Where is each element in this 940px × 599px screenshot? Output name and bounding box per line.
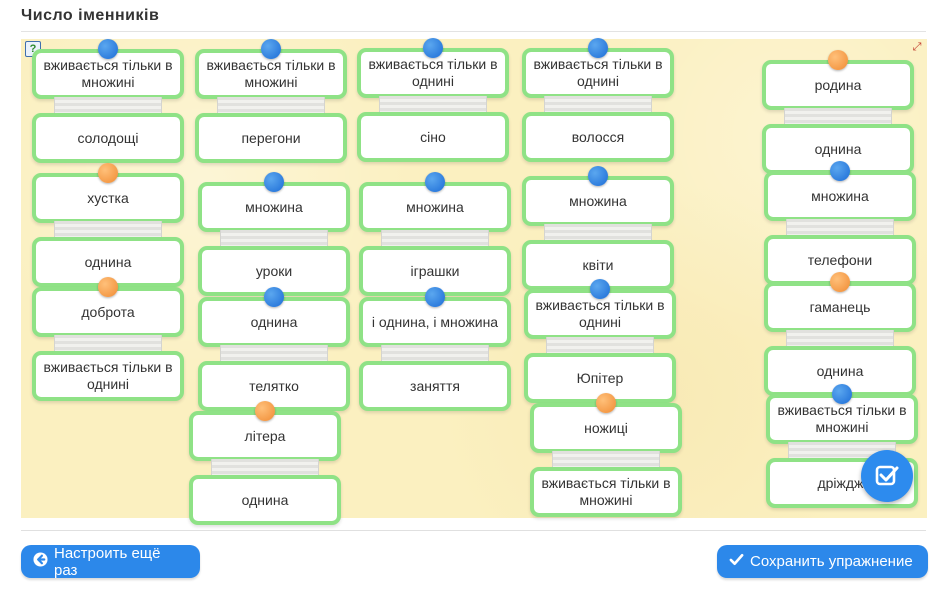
pair-connector — [54, 97, 162, 115]
pair-connector — [54, 335, 162, 353]
pin-icon — [832, 384, 852, 404]
pair-connector — [544, 96, 652, 114]
pair-connector — [786, 219, 894, 237]
pin-icon — [596, 393, 616, 413]
pin-icon — [425, 172, 445, 192]
noun-card[interactable]: заняття — [359, 361, 511, 411]
pair-connector — [54, 221, 162, 239]
check-icon — [875, 465, 899, 486]
pin-icon — [830, 272, 850, 292]
check-answers-button[interactable] — [861, 450, 913, 502]
fullscreen-icon[interactable]: ⤢ — [912, 41, 922, 53]
pair-connector — [211, 459, 319, 477]
pin-icon — [588, 38, 608, 58]
category-card[interactable]: вживається тільки в множині — [195, 49, 347, 99]
pin-icon — [423, 38, 443, 58]
pair-connector — [552, 451, 660, 469]
save-button[interactable]: Сохранить упражнение — [717, 545, 928, 578]
exercise-board: ? ⤢ вживається тільки в множині солодощі… — [21, 38, 927, 525]
category-card[interactable]: вживається тільки в однині — [32, 351, 184, 401]
pin-icon — [425, 287, 445, 307]
noun-card[interactable]: солодощі — [32, 113, 184, 163]
checkmark-icon — [729, 552, 744, 571]
footer-divider — [21, 530, 926, 531]
noun-card[interactable]: квіти — [522, 240, 674, 290]
pin-icon — [98, 163, 118, 183]
title-divider — [21, 31, 926, 32]
category-card[interactable]: вживається тільки в множині — [530, 467, 682, 517]
save-button-label: Сохранить упражнение — [750, 553, 913, 570]
noun-card[interactable]: волосся — [522, 112, 674, 162]
noun-card[interactable]: перегони — [195, 113, 347, 163]
pin-icon — [264, 172, 284, 192]
category-card[interactable]: множина — [198, 182, 350, 232]
pin-icon — [98, 277, 118, 297]
noun-card[interactable]: телятко — [198, 361, 350, 411]
pin-icon — [828, 50, 848, 70]
pair-connector — [784, 108, 892, 126]
reset-button[interactable]: Настроить ещё раз — [21, 544, 200, 579]
reset-button-label: Настроить ещё раз — [54, 544, 161, 579]
arrow-left-icon — [33, 552, 48, 571]
pin-icon — [255, 401, 275, 421]
pin-icon — [264, 287, 284, 307]
pin-icon — [588, 166, 608, 186]
page-title: Число іменників — [21, 7, 160, 24]
pair-connector — [381, 230, 489, 248]
noun-card[interactable]: сіно — [357, 112, 509, 162]
pair-connector — [786, 330, 894, 348]
pair-connector — [544, 224, 652, 242]
pin-icon — [830, 161, 850, 181]
category-card[interactable]: однина — [189, 475, 341, 525]
pin-icon — [261, 39, 281, 59]
pin-icon — [98, 39, 118, 59]
pair-connector — [217, 97, 325, 115]
pair-connector — [546, 337, 654, 355]
pin-icon — [590, 279, 610, 299]
pair-connector — [220, 230, 328, 248]
pair-connector — [381, 345, 489, 363]
category-card[interactable]: і однина, і множина — [359, 297, 511, 347]
pair-connector — [220, 345, 328, 363]
pair-connector — [379, 96, 487, 114]
